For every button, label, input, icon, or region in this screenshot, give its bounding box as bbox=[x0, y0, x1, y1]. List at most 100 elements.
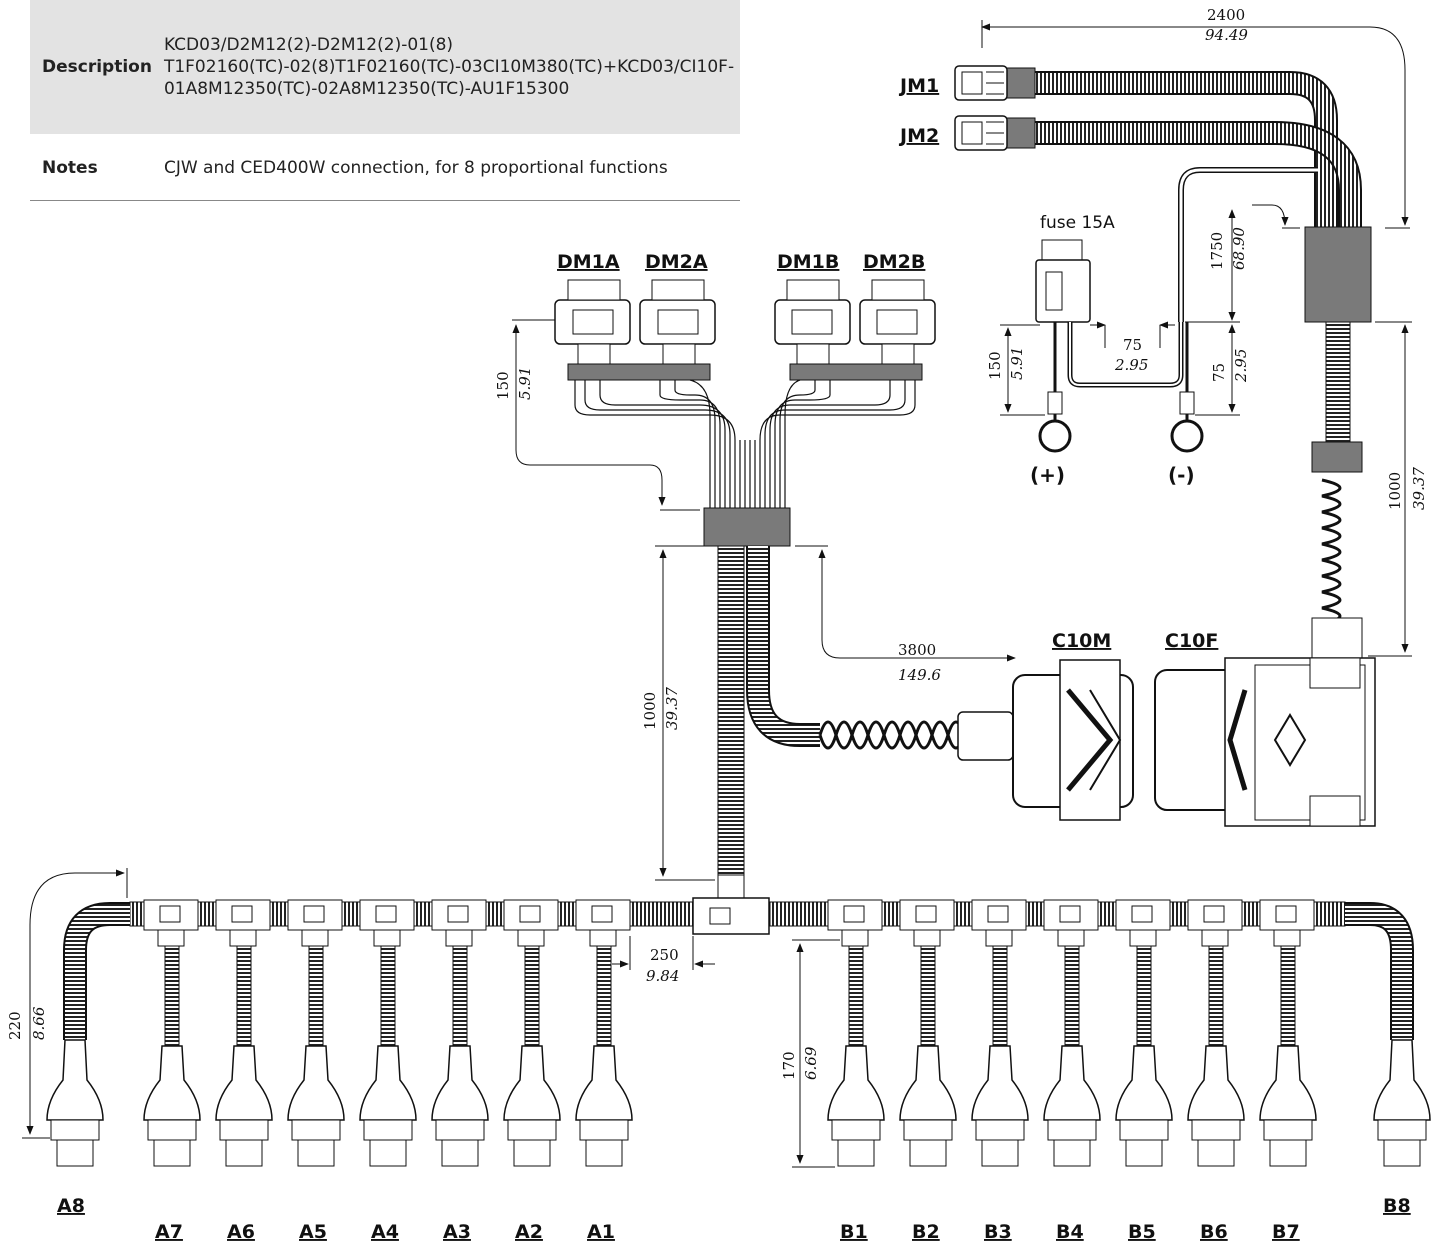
drop-b4 bbox=[1043, 899, 1101, 1167]
notes-value: CJW and CED400W connection, for 8 propor… bbox=[157, 134, 741, 201]
a1-label: A1 bbox=[587, 1221, 615, 1243]
minus-ring-terminal bbox=[1170, 419, 1204, 453]
dim-1000-central-in: 39.37 bbox=[663, 687, 681, 730]
jm-cable-group: JM1 JM2 bbox=[898, 65, 1362, 228]
dim-250-in: 9.84 bbox=[646, 967, 679, 985]
dim-2400: 2400 94.49 bbox=[981, 6, 1410, 229]
drop-labels: A8 A7 A6 A5 A4 A3 A2 A1 B1 B2 B3 B4 B5 B… bbox=[57, 1195, 1411, 1243]
drop-a1 bbox=[575, 899, 633, 1167]
dim-75-v-in: 2.95 bbox=[1232, 349, 1250, 383]
fuse-assembly: fuse 15A (+) (-) bbox=[1030, 167, 1318, 487]
spec-table: Description KCD03/D2M12(2)-D2M12(2)-01(8… bbox=[30, 0, 741, 201]
c10f-connector-icon bbox=[1154, 657, 1376, 827]
dim-75-h-in: 2.95 bbox=[1114, 356, 1148, 374]
drop-b1 bbox=[827, 899, 885, 1167]
a8-label: A8 bbox=[57, 1195, 85, 1217]
right-boot bbox=[1311, 441, 1363, 473]
c10m-label: C10M bbox=[1052, 630, 1111, 652]
dm2a-label: DM2A bbox=[645, 251, 708, 273]
drop-a7 bbox=[143, 899, 201, 1167]
dm2a-connector-icon bbox=[639, 279, 716, 365]
notes-label: Notes bbox=[30, 134, 158, 201]
tee-junction bbox=[692, 874, 770, 935]
drop-a3 bbox=[431, 899, 489, 1167]
dm-b-band bbox=[789, 363, 923, 381]
right-trunk-conduit bbox=[1325, 321, 1351, 443]
drop-b2 bbox=[899, 899, 957, 1167]
c10m-connector-icon bbox=[1012, 659, 1134, 821]
jm2-boot bbox=[1006, 117, 1036, 149]
plus-label: (+) bbox=[1030, 463, 1065, 487]
dim-1000-central-mm: 1000 bbox=[641, 692, 659, 730]
description-value: KCD03/D2M12(2)-D2M12(2)-01(8) T1F02160(T… bbox=[157, 0, 741, 135]
jm1-connector-icon bbox=[954, 65, 1008, 101]
dim-3800-in: 149.6 bbox=[898, 666, 941, 684]
description-row: Description KCD03/D2M12(2)-D2M12(2)-01(8… bbox=[30, 0, 741, 135]
dim-2400-mm: 2400 bbox=[1207, 6, 1245, 24]
drop-a8 bbox=[46, 1039, 104, 1167]
dim-1000-right-in: 39.37 bbox=[1410, 467, 1428, 510]
a4-label: A4 bbox=[371, 1221, 399, 1243]
dim-150-dm: 150 5.91 bbox=[494, 319, 700, 511]
plus-ring-terminal bbox=[1038, 419, 1072, 453]
jm2-label: JM2 bbox=[898, 125, 939, 147]
dim-150-fuse-mm: 150 bbox=[986, 351, 1004, 380]
b1-label: B1 bbox=[840, 1221, 868, 1243]
dim-150-dm-mm: 150 bbox=[494, 371, 512, 400]
dim-3800: 3800 149.6 bbox=[795, 545, 1016, 684]
b7-label: B7 bbox=[1272, 1221, 1300, 1243]
drop-b6 bbox=[1187, 899, 1245, 1167]
fuse-label: fuse 15A bbox=[1040, 213, 1115, 233]
dim-1750-mm: 1750 bbox=[1208, 232, 1226, 270]
dim-75-horizontal: 75 2.95 bbox=[1090, 321, 1175, 374]
c10f-label: C10F bbox=[1165, 630, 1218, 652]
dim-250: 250 9.84 bbox=[612, 936, 715, 985]
right-spiral-conduit bbox=[1321, 478, 1342, 626]
dim-1000-central: 1000 39.37 bbox=[641, 545, 715, 881]
drop-a5 bbox=[287, 899, 345, 1167]
b3-label: B3 bbox=[984, 1221, 1012, 1243]
dim-170: 170 6.69 bbox=[780, 939, 840, 1168]
c10m-gland bbox=[957, 711, 1014, 761]
dim-170-in: 6.69 bbox=[802, 1046, 820, 1080]
drop-a4 bbox=[359, 899, 417, 1167]
c10m-spiral bbox=[818, 720, 966, 741]
dim-220-mm: 220 bbox=[6, 1011, 24, 1040]
dim-75-vertical: 75 2.95 bbox=[1195, 324, 1250, 416]
dim-150-fuse: 150 5.91 bbox=[986, 324, 1045, 416]
dim-1750-in: 68.90 bbox=[1230, 227, 1248, 270]
dm2b-label: DM2B bbox=[863, 251, 925, 273]
b6-label: B6 bbox=[1200, 1221, 1228, 1243]
dm1a-connector-icon bbox=[554, 279, 631, 365]
drop-b7 bbox=[1259, 899, 1317, 1167]
dim-1000-right: 1000 39.37 bbox=[1368, 321, 1428, 657]
drop-b8 bbox=[1373, 1039, 1431, 1167]
dm-wire-bundle bbox=[574, 379, 916, 508]
a5-label: A5 bbox=[299, 1221, 327, 1243]
plus-crimp bbox=[1047, 391, 1063, 415]
dim-1750: 1750 68.90 bbox=[1185, 204, 1300, 323]
jm2-connector-icon bbox=[954, 115, 1008, 151]
dm-junction-sleeve bbox=[703, 507, 791, 547]
b2-label: B2 bbox=[912, 1221, 940, 1243]
dim-250-mm: 250 bbox=[650, 946, 679, 964]
central-trunk bbox=[717, 545, 1014, 877]
right-sleeve bbox=[1304, 226, 1372, 323]
a2-label: A2 bbox=[515, 1221, 543, 1243]
notes-row: Notes CJW and CED400W connection, for 8 … bbox=[30, 134, 741, 201]
dim-170-mm: 170 bbox=[780, 1051, 798, 1080]
dm-a-band bbox=[567, 363, 711, 381]
dim-75-v-mm: 75 bbox=[1210, 363, 1228, 382]
jm1-label: JM1 bbox=[898, 75, 939, 97]
minus-label: (-) bbox=[1168, 463, 1195, 487]
a7-label: A7 bbox=[155, 1221, 183, 1243]
dm2b-connector-icon bbox=[859, 279, 936, 365]
right-trunk bbox=[1304, 226, 1372, 659]
dim-3800-mm: 3800 bbox=[898, 641, 936, 659]
b4-label: B4 bbox=[1056, 1221, 1084, 1243]
drop-a6 bbox=[215, 899, 273, 1167]
dim-1000-right-mm: 1000 bbox=[1386, 472, 1404, 510]
right-gland bbox=[1311, 617, 1363, 659]
dim-220-in: 8.66 bbox=[30, 1006, 48, 1040]
